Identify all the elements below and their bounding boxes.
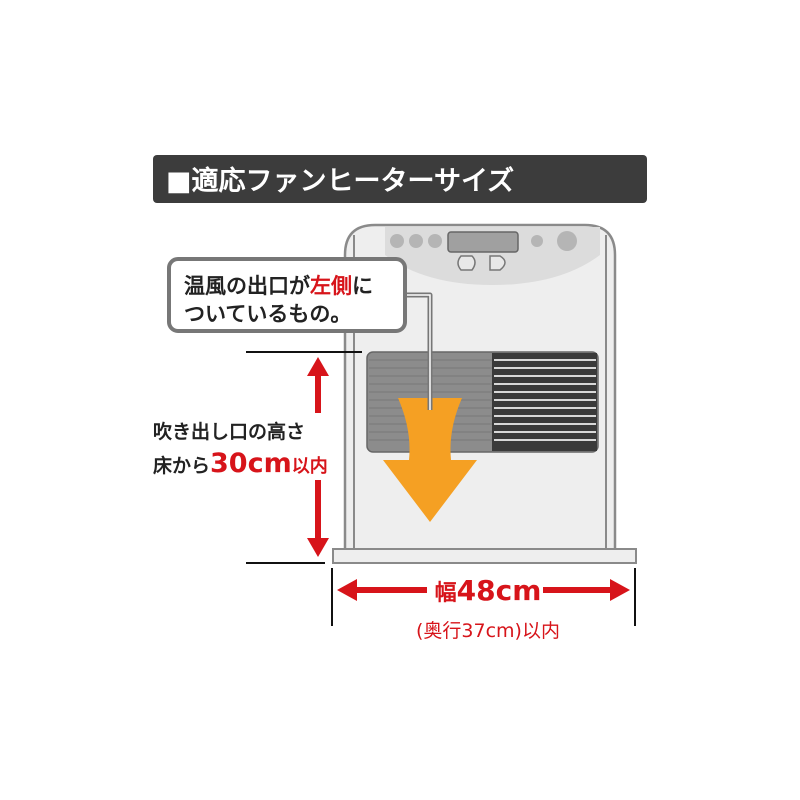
fan-heater-illustration (332, 223, 637, 564)
display-panel (447, 231, 519, 253)
button-icon (390, 234, 404, 248)
header-bar (153, 155, 647, 203)
button-icon (457, 255, 476, 271)
callout-box (167, 257, 407, 333)
header-title: ■適応ファンヒーターサイズ (166, 165, 514, 197)
width-arrow-icon (337, 579, 630, 601)
warm-air-arrow-icon (383, 398, 477, 522)
depth-label: (奥行37cm)以内 (416, 620, 560, 642)
heater-base (332, 548, 637, 564)
button-icon (489, 255, 506, 271)
button-icon (557, 231, 577, 251)
width-label: 幅48cm (435, 574, 542, 607)
callout-line1: 温風の出口が左側に (184, 274, 373, 298)
height-label-line1: 吹き出し口の高さ (153, 420, 305, 443)
height-arrow-icon (307, 357, 329, 557)
height-label-line2: 床から30cm以内 (153, 448, 328, 479)
button-icon (531, 235, 543, 247)
button-icon (428, 234, 442, 248)
callout-line2: ついているもの。 (184, 302, 351, 326)
button-icon (409, 234, 423, 248)
